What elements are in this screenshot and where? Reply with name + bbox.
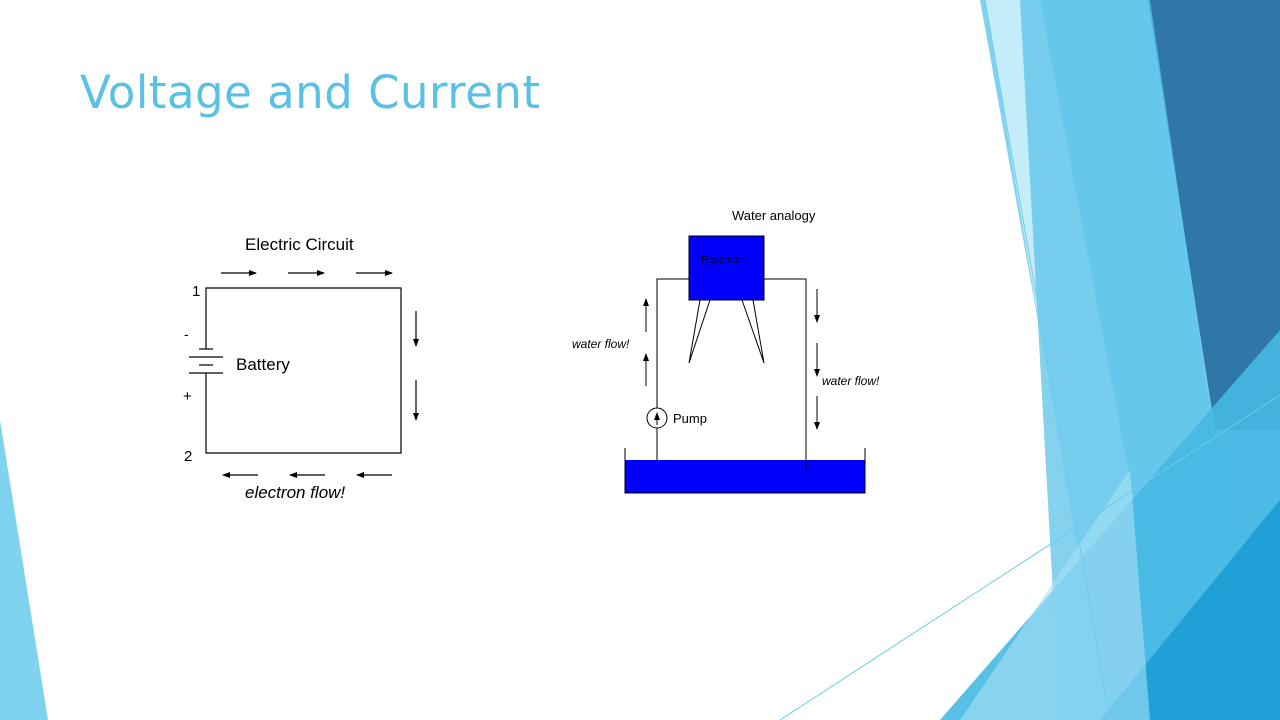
terminal-positive-label: + (183, 388, 192, 405)
water-analogy-diagram: Water analogy Reservoir water flow! (572, 208, 880, 494)
node-label-bottom: 2 (184, 448, 192, 465)
reservoir-legs (688, 299, 765, 364)
pipe-left-upper (656, 278, 689, 408)
left-accent-shape (0, 420, 48, 720)
water-flow-label-left: water flow! (572, 337, 630, 351)
bottom-accent-pale (960, 470, 1150, 720)
battery-label: Battery (236, 355, 290, 374)
right-accent-dark (1148, 0, 1280, 430)
terminal-negative-label: - (184, 326, 189, 342)
thin-accent-line-1 (984, 0, 1111, 720)
thin-accent-line-2 (779, 394, 1280, 720)
pool-container (624, 448, 866, 494)
pump-label: Pump (673, 411, 707, 426)
water-pool (625, 460, 865, 493)
electric-circuit-diagram: Electric Circuit 1 2 - (183, 235, 419, 502)
slide-title: Voltage and Current (80, 66, 541, 119)
pump-icon (646, 407, 668, 429)
electron-flow-label: electron flow! (245, 483, 345, 502)
water-analogy-title: Water analogy (732, 208, 816, 223)
battery-icon (189, 330, 223, 380)
node-label-top: 1 (192, 283, 200, 300)
reservoir-label: Reservoir (701, 255, 744, 266)
water-pipes (656, 278, 807, 470)
reservoir-tank (688, 235, 765, 301)
pipe-right (764, 278, 807, 470)
electric-circuit-title: Electric Circuit (245, 235, 354, 254)
water-flow-label-right: water flow! (822, 374, 880, 388)
circuit-wires (205, 287, 402, 454)
wire-top-right-bottom (205, 287, 402, 454)
